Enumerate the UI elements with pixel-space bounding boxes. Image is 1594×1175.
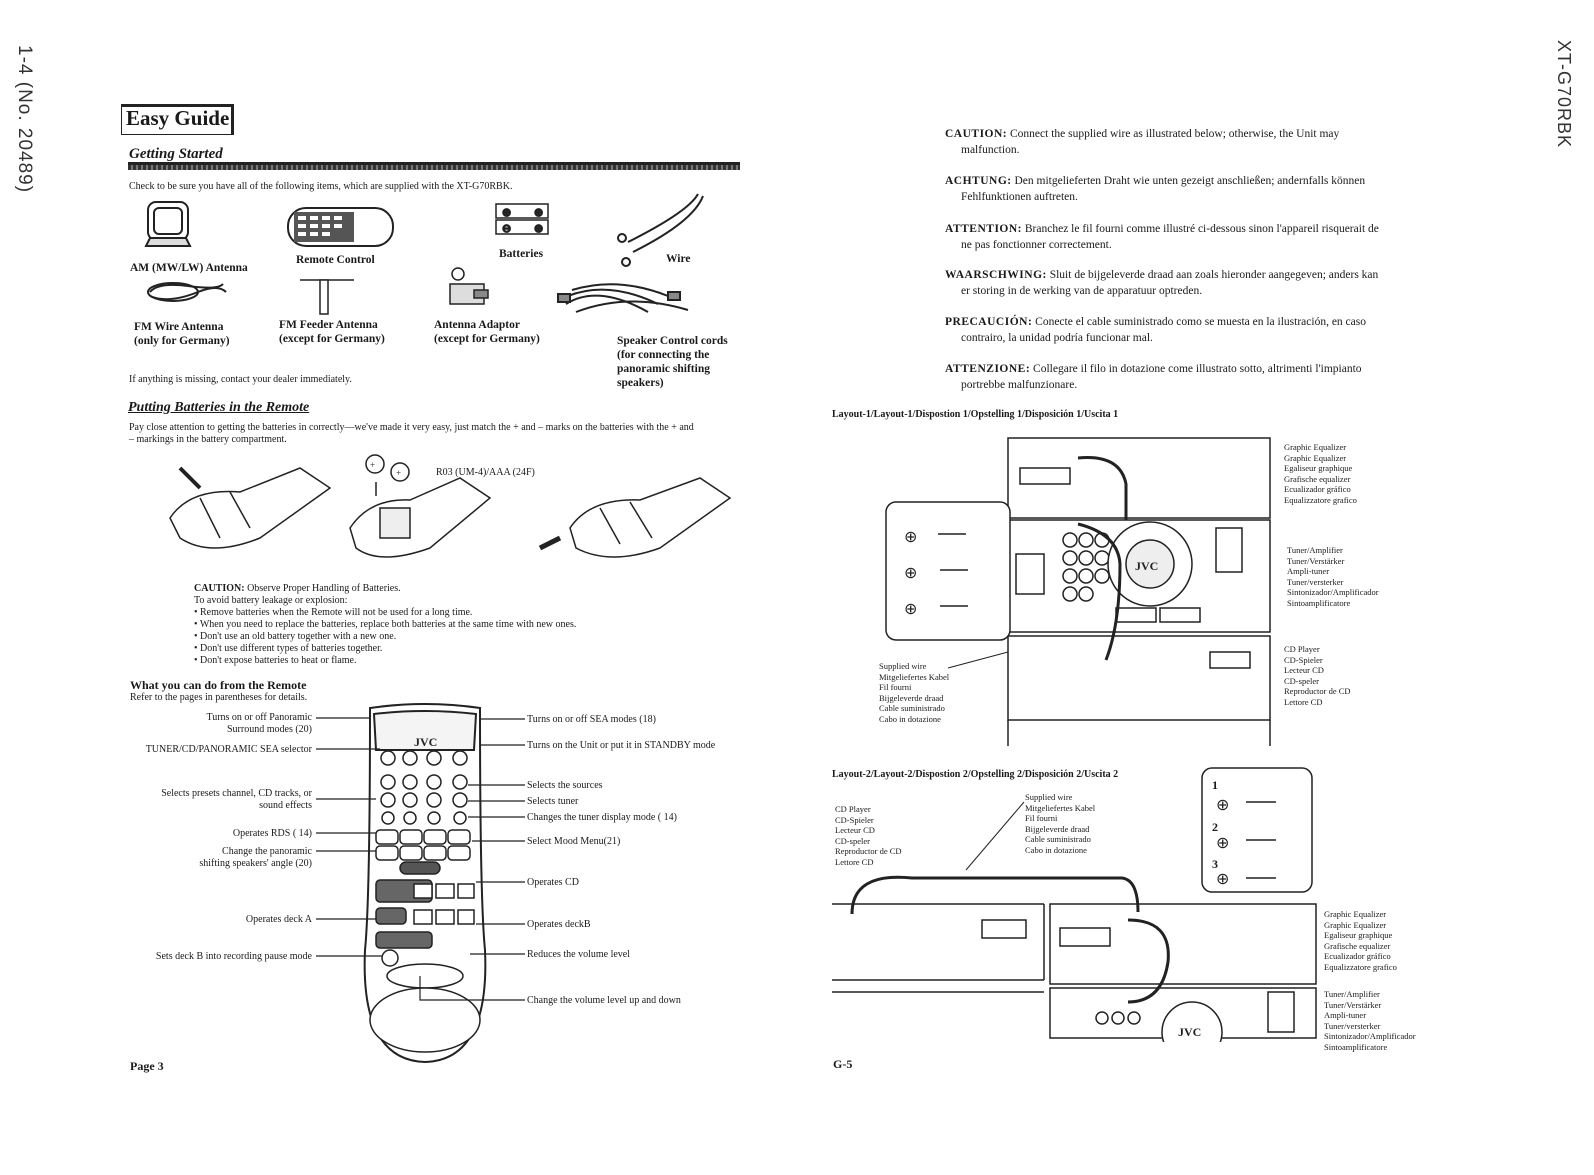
check-text: Check to be sure you have all of the fol… [129, 181, 513, 192]
caution-it: ATTENZIONE: Collegare il filo in dotazio… [945, 363, 1362, 391]
side-page-ref: 1-4 (No. 20489) [14, 45, 35, 194]
label-wire: Wire [666, 253, 691, 265]
callout-standby: Turns on the Unit or put it in STANDBY m… [527, 740, 716, 751]
callout-sea-modes: Turns on or off SEA modes (18) [527, 714, 656, 725]
step-2: 2 [1212, 820, 1218, 834]
svg-text:⊕: ⊕ [1216, 797, 1229, 814]
layout1-diagram: ⊕ ⊕ ⊕ JVC [885, 437, 1271, 746]
battery-type: R03 (UM-4)/AAA (24F) [436, 467, 535, 478]
svg-text:⊕: ⊕ [904, 565, 917, 582]
am-antenna-icon [144, 201, 192, 247]
callout-cd: Operates CD [527, 877, 579, 888]
callout-sea-selector: TUNER/CD/PANORAMIC SEA selector [145, 744, 312, 755]
callout-deck-b: Operates deckB [527, 919, 591, 930]
callout-tuner: Selects tuner [527, 796, 579, 807]
caution-en: CAUTION: Connect the supplied wire as il… [945, 128, 1340, 156]
svg-text:+: + [370, 460, 375, 470]
side-model-number: XT-G70RBK [1554, 40, 1574, 149]
label-remote-control: Remote Control [296, 254, 375, 266]
missing-text: If anything is missing, contact your dea… [129, 374, 352, 385]
label-fm-wire-antenna: FM Wire Antenna(only for Germany) [134, 321, 230, 347]
page-title: Easy Guide [121, 104, 235, 135]
svg-text:⊕: ⊕ [904, 529, 917, 546]
layout2-title: Layout-2/Layout-2/Dispostion 2/Opstellin… [832, 769, 1119, 780]
caution-line: • Don't use different types of batteries… [194, 643, 383, 654]
title-rule [128, 162, 740, 165]
arrow-icon [538, 535, 562, 551]
callout-tuner-display: Changes the tuner display mode ( 14) [527, 812, 677, 823]
callout-mood-menu: Select Mood Menu(21) [527, 836, 621, 847]
callout-sources: Selects the sources [527, 780, 603, 791]
remote-section-title: What you can do from the Remote [130, 678, 307, 692]
caution-line: To avoid battery leakage or explosion: [194, 595, 348, 606]
svg-text:⊕: ⊕ [502, 207, 511, 219]
batteries-icon: ⊕ ⊕ ⊖ ⊕ [495, 203, 549, 236]
label-antenna-adaptor: Antenna Adaptor(except for Germany) [434, 319, 540, 345]
section-title-batteries: Putting Batteries in the Remote [128, 400, 310, 415]
caution-line: • Remove batteries when the Remote will … [194, 607, 473, 618]
title-rule-dashed [128, 165, 740, 170]
callout-volume-down: Reduces the volume level [527, 949, 631, 960]
remote-control-icon [287, 207, 394, 247]
svg-text:⊕: ⊕ [904, 601, 917, 618]
svg-text:+: + [396, 468, 401, 478]
caution-es: PRECAUCIÓN: Conecte el cable suministrad… [945, 316, 1366, 344]
caution-line: • Don't expose batteries to heat or flam… [194, 655, 357, 666]
section-title-getting-started: Getting Started [129, 146, 223, 162]
antenna-adaptor-icon [449, 267, 489, 305]
callout-deck-b-record: Sets deck B into recording pause mode [155, 951, 312, 962]
wire-icon [617, 193, 704, 267]
remote-brand: JVC [414, 735, 437, 749]
svg-text:⊖: ⊖ [502, 223, 511, 235]
page-number-right: G-5 [833, 1057, 853, 1071]
page-number-left: Page 3 [130, 1059, 164, 1073]
fm-feeder-antenna-icon [300, 279, 354, 315]
caution-line: • Don't use an old battery together with… [194, 631, 397, 642]
step-3: 3 [1212, 857, 1218, 871]
caution-line: • When you need to replace the batteries… [194, 619, 577, 630]
svg-text:⊕: ⊕ [1216, 871, 1229, 888]
label-batteries: Batteries [499, 248, 544, 260]
remote-diagram: JVC [363, 703, 487, 1064]
batteries-text: Pay close attention to getting the batte… [129, 422, 694, 445]
arrow-icon [178, 466, 202, 490]
svg-text:⊕: ⊕ [534, 207, 543, 219]
callout-lines [316, 717, 525, 1001]
brand-logo: JVC [1135, 559, 1158, 573]
caution-nl: WAARSCHWING: Sluit de bijgeleverde draad… [945, 269, 1379, 297]
fm-wire-antenna-icon [147, 282, 227, 302]
supplied-items-illustration: ⊕ ⊕ ⊖ ⊕ [144, 193, 704, 315]
callout-deck-a: Operates deck A [245, 914, 312, 925]
callout-rds: Operates RDS ( 14) [232, 828, 312, 839]
svg-text:⊕: ⊕ [534, 223, 543, 235]
battery-caution: CAUTION: Observe Proper Handling of Batt… [194, 583, 754, 667]
step-1: 1 [1212, 778, 1218, 792]
layout1-title: Layout-1/Layout-1/Dispostion 1/Opstellin… [832, 409, 1119, 420]
svg-text:⊕: ⊕ [1216, 835, 1229, 852]
label-speaker-control-cords: Speaker Control cords(for connecting the… [617, 335, 728, 389]
caution-de: ACHTUNG: Den mitgelieferten Draht wie un… [945, 175, 1366, 203]
callout-volume: Change the volume level up and down [527, 995, 681, 1006]
layout2-diagram: ⊕ ⊕ ⊕ JVC [832, 767, 1317, 1042]
remote-section-sub: Refer to the pages in parentheses for de… [130, 692, 308, 703]
speaker-cords-icon [557, 283, 689, 313]
label-fm-feeder-antenna: FM Feeder Antenna(except for Germany) [279, 319, 385, 345]
caution-fr: ATTENTION: Branchez le fil fourni comme … [945, 223, 1379, 251]
battery-insertion-illustration: + + [169, 454, 732, 558]
brand-logo: JVC [1178, 1025, 1201, 1039]
label-am-antenna: AM (MW/LW) Antenna [130, 262, 248, 274]
